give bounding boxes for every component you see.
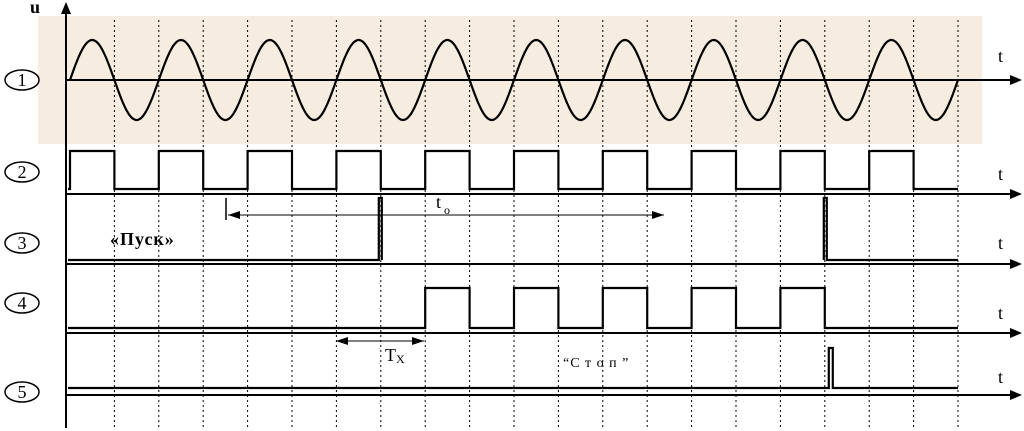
tx-main: T bbox=[385, 345, 396, 365]
row5-number-badge: 5 bbox=[4, 381, 40, 403]
u-axis-label: u bbox=[30, 0, 40, 17]
to-subscript: o bbox=[444, 203, 450, 217]
row4-t-label: t bbox=[998, 303, 1003, 323]
row1-time-arrow bbox=[1010, 75, 1022, 85]
row1-number-badge: 1 bbox=[4, 69, 40, 91]
row3-time-arrow bbox=[1010, 259, 1022, 269]
row3-t-label: t bbox=[998, 233, 1003, 253]
stop-label: “С т о п ” bbox=[563, 356, 629, 371]
row5-number: 5 bbox=[18, 382, 27, 402]
row2-square-wave bbox=[68, 149, 958, 191]
time-axes bbox=[66, 75, 1022, 400]
row4-number: 4 bbox=[18, 293, 27, 313]
row1-sine-wave bbox=[68, 38, 960, 122]
dotted-grid bbox=[113, 20, 959, 428]
row5-stop-pulse bbox=[68, 346, 958, 390]
tx-label: TX bbox=[385, 345, 405, 366]
row2-t-label: t bbox=[998, 164, 1003, 184]
row4-time-arrow bbox=[1010, 328, 1022, 338]
tx-subscript: X bbox=[396, 352, 405, 366]
row5-time-arrow bbox=[1010, 390, 1022, 400]
row2-number-badge: 2 bbox=[4, 161, 40, 183]
to-main: t bbox=[436, 192, 441, 212]
row4-number-badge: 4 bbox=[4, 292, 40, 314]
tx-dimension: TX bbox=[336, 337, 424, 366]
row5-t-label: t bbox=[998, 367, 1003, 387]
row3-number: 3 bbox=[18, 233, 27, 253]
row3-gate-signal bbox=[68, 196, 958, 262]
row2-time-arrow bbox=[1010, 189, 1022, 199]
row4-counted-pulses bbox=[68, 286, 958, 330]
row1-number: 1 bbox=[18, 70, 27, 90]
row1-t-label: t bbox=[998, 46, 1003, 66]
row3-number-badge: 3 bbox=[4, 232, 40, 254]
row2-number: 2 bbox=[18, 162, 27, 182]
u-axis-arrow bbox=[61, 2, 71, 14]
start-label: «Пуск» bbox=[110, 229, 175, 249]
